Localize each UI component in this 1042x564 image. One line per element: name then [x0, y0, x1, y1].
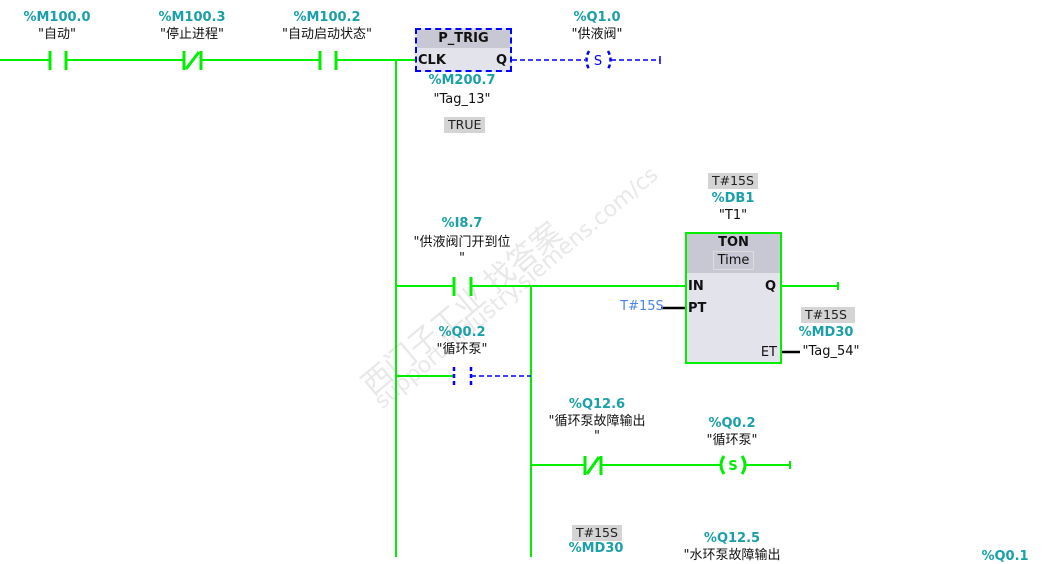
block-title: TON	[718, 235, 749, 250]
timer-instance-symbol[interactable]: "T1"	[718, 208, 748, 223]
coil-symbol[interactable]: "供液阀"	[571, 27, 623, 42]
contact-address[interactable]: %Q12.6	[568, 397, 626, 412]
compare-monitor-value: T#15S	[572, 525, 622, 541]
pt-value[interactable]: T#15S	[620, 299, 664, 314]
contact-symbol[interactable]: "自动启动状态"	[282, 27, 372, 42]
pin-et: ET	[760, 345, 777, 360]
p-trig-block[interactable]: P_TRIG CLK Q	[415, 28, 512, 72]
coil-set-label: S	[594, 54, 602, 69]
compare-address[interactable]: %MD30	[568, 541, 624, 556]
block-type[interactable]: Time	[712, 251, 755, 270]
timer-instance-value: T#15S	[708, 173, 758, 189]
contact-address[interactable]: %I8.7	[441, 216, 483, 231]
contact-symbol[interactable]: "停止进程"	[160, 27, 224, 42]
ton-timer-block[interactable]: TON Time IN PT Q ET	[685, 232, 782, 364]
coil-address[interactable]: %Q0.2	[708, 416, 756, 431]
monitor-value: TRUE	[444, 117, 486, 133]
pin-in: IN	[688, 279, 704, 294]
contact-address[interactable]: %M100.2	[293, 10, 361, 25]
et-symbol[interactable]: "Tag_54"	[802, 344, 860, 359]
coil-address[interactable]: %Q1.0	[573, 10, 621, 25]
et-monitor-value: T#15S	[801, 307, 855, 323]
pin-clk: CLK	[418, 53, 446, 68]
contact-address[interactable]: %Q12.5	[703, 531, 761, 546]
contact-symbol[interactable]: "自动"	[38, 27, 76, 42]
pin-pt: PT	[688, 301, 707, 316]
ptrig-symbol[interactable]: "Tag_13"	[433, 92, 491, 107]
ptrig-address[interactable]: %M200.7	[428, 73, 496, 88]
contact-address[interactable]: %M100.3	[158, 10, 226, 25]
contact-symbol-cont: "	[594, 429, 600, 444]
coil-set-label: S	[728, 459, 737, 474]
block-header: TON Time	[687, 234, 780, 273]
pin-q: Q	[495, 53, 507, 68]
timer-instance-address[interactable]: %DB1	[711, 191, 755, 206]
contact-address[interactable]: %Q0.2	[438, 325, 486, 340]
contact-symbol[interactable]: "供液阀门开到位	[413, 235, 511, 250]
contact-address[interactable]: %M100.0	[23, 10, 91, 25]
contact-symbol[interactable]: "循环泵"	[436, 342, 488, 357]
coil-symbol[interactable]: "循环泵"	[706, 433, 758, 448]
et-address[interactable]: %MD30	[798, 325, 854, 340]
contact-symbol[interactable]: "循环泵故障输出	[548, 414, 646, 429]
pin-q: Q	[764, 279, 776, 294]
contact-symbol-cont: "	[459, 251, 465, 266]
block-title: P_TRIG	[417, 30, 510, 48]
contact-symbol[interactable]: "水环泵故障输出	[683, 548, 781, 563]
